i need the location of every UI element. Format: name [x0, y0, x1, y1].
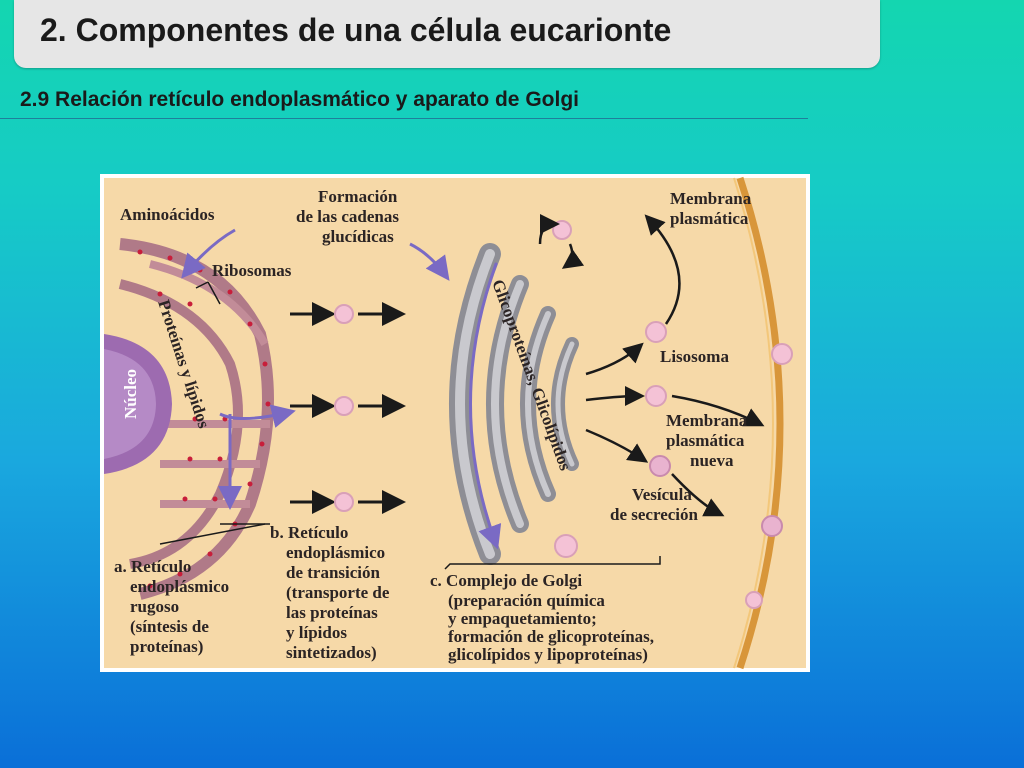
- label-a-5: proteínas): [130, 637, 203, 656]
- label-memb-nueva-3: nueva: [690, 451, 734, 470]
- label-b-1: b. Retículo: [270, 523, 348, 542]
- label-membrana-1: Membrana: [670, 189, 752, 208]
- label-b-2: endoplásmico: [286, 543, 385, 562]
- label-lisosoma: Lisosoma: [660, 347, 729, 366]
- label-a-1: a. Retículo: [114, 557, 191, 576]
- label-memb-nueva-2: plasmática: [666, 431, 745, 450]
- golgi-vesicles: [552, 220, 793, 609]
- label-formacion-2: de las cadenas: [296, 207, 399, 226]
- transition-vesicles: [290, 302, 406, 514]
- label-vesicula-2: de secreción: [610, 505, 699, 524]
- label-formacion-3: glucídicas: [322, 227, 394, 246]
- label-ribosomas: Ribosomas: [212, 261, 292, 280]
- er-golgi-diagram: Aminoácidos Formación de las cadenas glu…: [100, 174, 810, 672]
- label-b-6: y lípidos: [286, 623, 347, 642]
- label-a-4: (síntesis de: [130, 617, 209, 636]
- label-c-3: y empaquetamiento;: [448, 609, 597, 628]
- golgi-complex: [449, 243, 579, 565]
- label-b-7: sintetizados): [286, 643, 377, 662]
- label-c-5: glicolípidos y lipoproteínas): [448, 645, 648, 664]
- label-c-4: formación de glicoproteínas,: [448, 627, 654, 646]
- label-aminoacidos: Aminoácidos: [120, 205, 215, 224]
- label-b-5: las proteínas: [286, 603, 378, 622]
- label-c-1: c. Complejo de Golgi: [430, 571, 582, 590]
- diagram-svg: Aminoácidos Formación de las cadenas glu…: [104, 176, 806, 670]
- label-c-2: (preparación química: [448, 591, 605, 610]
- title-bar: 2. Componentes de una célula eucarionte: [14, 0, 880, 68]
- label-a-3: rugoso: [130, 597, 179, 616]
- label-memb-nueva-1: Membrana: [666, 411, 748, 430]
- label-formacion-1: Formación: [318, 187, 398, 206]
- label-a-2: endoplásmico: [130, 577, 229, 596]
- purple-arrows: [181, 228, 450, 510]
- subtitle-underline: [0, 118, 808, 119]
- label-nucleo: Núcleo: [121, 369, 140, 419]
- label-vesicula-1: Vesícula: [632, 485, 692, 504]
- label-b-3: de transición: [286, 563, 381, 582]
- slide-title: 2. Componentes de una célula eucarionte: [40, 12, 672, 48]
- label-b-4: (transporte de: [286, 583, 390, 602]
- output-arrows: [538, 214, 765, 517]
- label-membrana-2: plasmática: [670, 209, 749, 228]
- slide-subtitle: 2.9 Relación retículo endoplasmático y a…: [20, 88, 579, 111]
